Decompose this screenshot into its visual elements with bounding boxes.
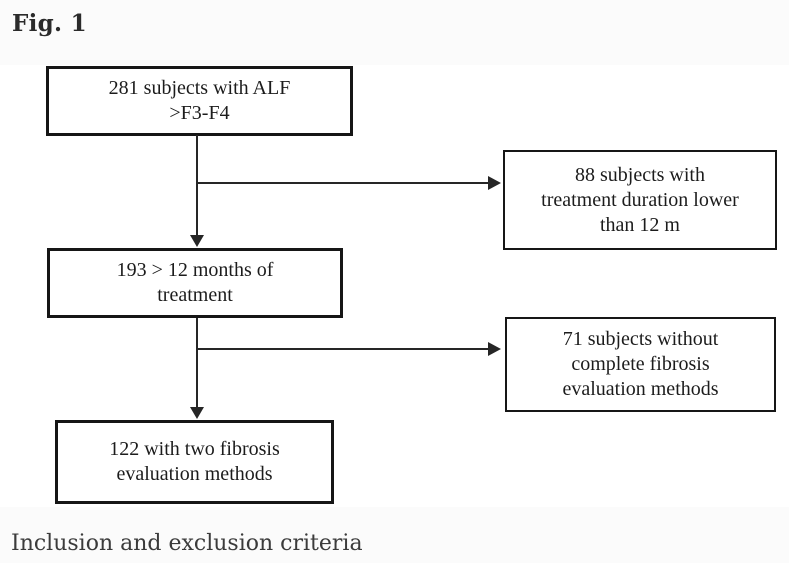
arrow-line-vertical-2: [196, 318, 198, 409]
arrow-line-branch-1: [197, 182, 489, 184]
figure-caption: Inclusion and exclusion criteria: [11, 531, 363, 556]
box-line: 71 subjects without: [562, 328, 719, 350]
box-line: 281 subjects with ALF: [108, 77, 291, 99]
arrow-line-branch-2: [197, 348, 489, 350]
box-line: than 12 m: [600, 213, 680, 236]
box-line: >F3-F4: [169, 102, 230, 124]
box-line: treatment: [157, 284, 233, 306]
box-line: complete fibrosis: [571, 353, 710, 375]
box-line: evaluation methods: [116, 463, 273, 485]
flow-box-88-excluded: 88 subjects with treatment duration lowe…: [503, 150, 777, 250]
arrowhead-down-1-icon: [190, 235, 204, 247]
arrowhead-right-2-icon: [488, 342, 501, 356]
arrowhead-down-2-icon: [190, 407, 204, 419]
arrowhead-right-1-icon: [488, 176, 501, 190]
flow-box-193-treatment: 193 > 12 months of treatment: [47, 248, 343, 318]
box-line: evaluation methods: [562, 378, 719, 400]
flow-box-71-excluded: 71 subjects without complete fibrosis ev…: [505, 317, 776, 412]
box-line: 122 with two fibrosis: [109, 438, 280, 460]
box-line: 88 subjects with: [575, 163, 705, 186]
figure-label: Fig. 1: [12, 10, 87, 37]
flow-box-122-two-methods: 122 with two fibrosis evaluation methods: [55, 420, 334, 504]
arrow-line-vertical-1: [196, 135, 198, 237]
box-line: treatment duration lower: [541, 188, 739, 211]
box-line: 193 > 12 months of: [116, 259, 274, 281]
flow-box-281-alf: 281 subjects with ALF >F3-F4: [46, 66, 353, 136]
